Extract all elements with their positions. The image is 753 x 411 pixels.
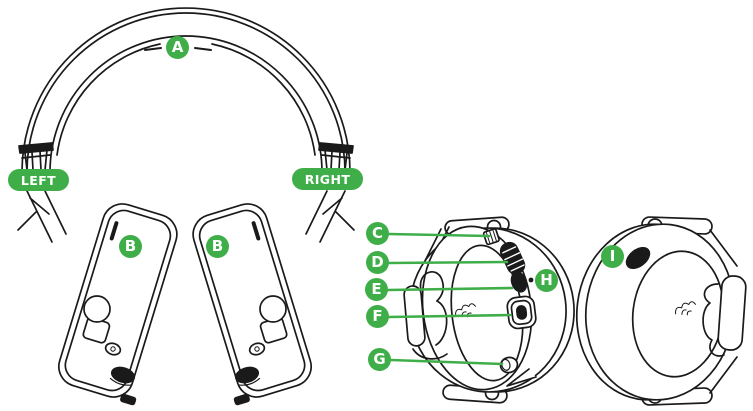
headband-right-slider xyxy=(305,142,355,243)
callout-f: F xyxy=(366,305,389,328)
callout-i: I xyxy=(601,245,624,268)
yoke xyxy=(702,275,747,357)
mic-port xyxy=(482,228,500,246)
callout-c: C xyxy=(366,222,389,245)
audio-jack xyxy=(499,356,519,374)
callout-line-g xyxy=(389,358,504,366)
callout-line-f xyxy=(387,313,512,319)
callout-leader-lines xyxy=(386,232,514,366)
callout-g: G xyxy=(368,348,391,371)
headband xyxy=(17,7,355,243)
bottom-port xyxy=(120,393,137,406)
mute-button xyxy=(510,271,528,293)
callout-line-c xyxy=(387,232,491,238)
callout-a: A xyxy=(166,36,189,59)
callout-a-dashes xyxy=(144,47,212,51)
right-earcup-front xyxy=(186,196,319,407)
razer-logo-sketch xyxy=(675,301,696,316)
callout-e: E xyxy=(365,278,388,301)
right-earcup-label: RIGHT xyxy=(292,168,363,190)
headband-left-slider xyxy=(17,142,67,243)
right-earcup-side xyxy=(575,216,747,406)
small-oval-button xyxy=(104,342,122,356)
oval-button xyxy=(109,366,136,386)
callout-b-left: B xyxy=(119,235,142,258)
usb-c-port xyxy=(506,295,537,330)
left-earcup-label: LEFT xyxy=(8,169,69,191)
left-earcup-front xyxy=(58,203,178,406)
callout-h: H xyxy=(535,269,558,292)
callout-line-e xyxy=(386,286,514,292)
callout-b-right: B xyxy=(206,235,229,258)
mic-hole xyxy=(528,277,534,283)
callout-d: D xyxy=(366,251,389,274)
mic-knob xyxy=(83,295,111,323)
left-earcup-side xyxy=(403,216,575,404)
power-button xyxy=(625,246,651,270)
callout-line-d xyxy=(387,260,509,265)
